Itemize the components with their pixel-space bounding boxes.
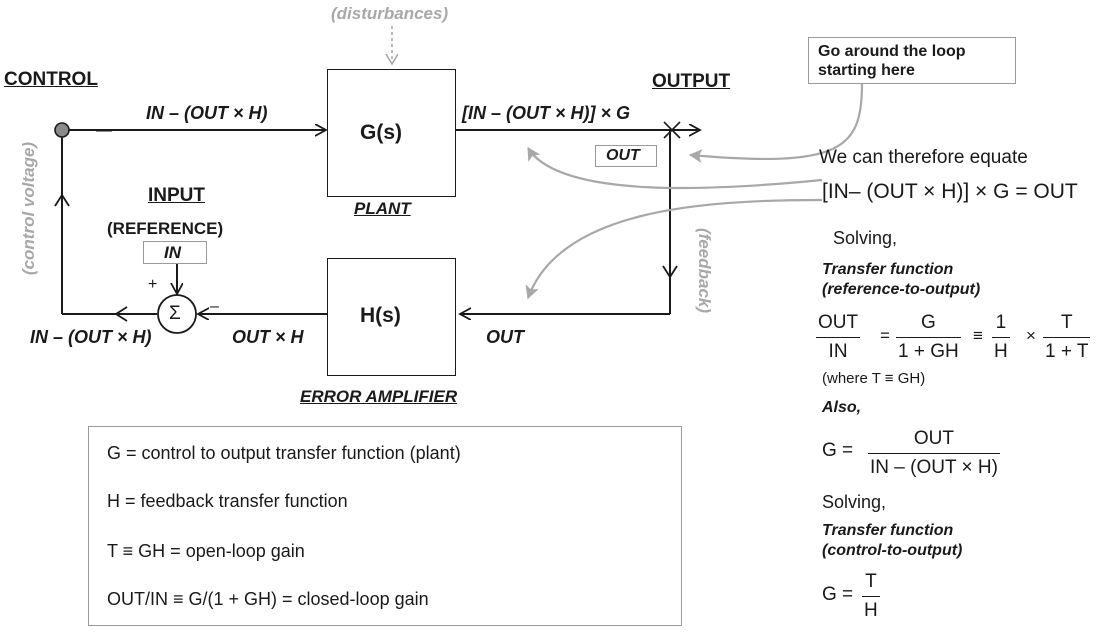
- feedback-down-arrow: [662, 265, 678, 279]
- disturbances-label: (disturbances): [331, 4, 449, 23]
- g-equals-2: G =: [822, 584, 854, 605]
- tf-ref-title-2: (reference-to-output): [822, 281, 981, 298]
- where-text: (where T ≡ GH): [822, 370, 926, 387]
- left-up-arrow: [54, 193, 70, 207]
- summing-junction: [157, 294, 197, 334]
- legend-box: G = control to output transfer function …: [88, 426, 682, 626]
- in-box: [143, 241, 207, 264]
- frac-out-in-den: IN: [816, 337, 861, 363]
- legend-row-h: H = feedback transfer function: [107, 491, 348, 511]
- out-box-label: OUT: [606, 147, 640, 164]
- frac-t-num: T: [1060, 312, 1073, 333]
- also-label: Also,: [822, 399, 862, 416]
- legend-row-g: G = control to output transfer function …: [107, 443, 461, 463]
- equiv-sign-1: ≡: [973, 326, 983, 345]
- plant-block: [327, 69, 456, 197]
- control-voltage-label: (control voltage): [19, 141, 39, 276]
- signal-bottom-left: IN – (OUT × H): [30, 327, 152, 347]
- main-equation: [IN– (OUT × H)] × G = OUT: [822, 180, 1078, 203]
- signal-out-h: OUT × H: [232, 327, 304, 347]
- minus-sign: –: [210, 298, 219, 315]
- feedback-label: (feedback): [695, 227, 715, 314]
- equate-arrow-top: [527, 147, 823, 190]
- input-heading: INPUT: [148, 185, 205, 206]
- plant-label: PLANT: [354, 199, 411, 218]
- reference-label: (REFERENCE): [107, 219, 224, 238]
- sum-left-arrow: [114, 306, 128, 322]
- signal-out: OUT: [486, 327, 524, 347]
- frac-g-num: G: [920, 312, 936, 333]
- error-amp-label: ERROR AMPLIFIER: [300, 387, 458, 406]
- tf-ref-title-1: Transfer function: [822, 261, 954, 278]
- fraction-t-1t: T 1 + T: [1043, 312, 1091, 363]
- callout-text: Go around the loop starting here: [818, 43, 966, 79]
- equate-arrow-bottom: [525, 198, 823, 299]
- output-heading: OUTPUT: [652, 71, 731, 92]
- equate-text: We can therefore equate: [819, 147, 1028, 168]
- eq-sign-1: =: [880, 326, 890, 345]
- frac-g-den: 1 + GH: [896, 337, 961, 363]
- g-equals-1: G =: [822, 440, 854, 461]
- in-box-label: IN: [164, 243, 181, 262]
- g-def-num: OUT: [913, 428, 955, 449]
- times-sign-1: ×: [1026, 326, 1036, 345]
- frac-h-den: H: [992, 337, 1010, 363]
- plant-block-label: G(s): [360, 121, 402, 144]
- fraction-out-in: OUT IN: [816, 312, 861, 363]
- frac-t-h-den: H: [862, 596, 880, 622]
- solving-2: Solving,: [822, 492, 887, 512]
- error-amp-block-label: H(s): [360, 304, 401, 327]
- frac-1-num: 1: [995, 312, 1007, 333]
- frac-out-in-num: OUT: [818, 312, 859, 333]
- out-box: [595, 145, 657, 167]
- loop-start-cross: [663, 121, 681, 139]
- fraction-g-definition: OUT IN – (OUT × H): [868, 428, 1000, 479]
- error-amp-block: [327, 258, 456, 376]
- sum-symbol: Σ: [169, 303, 181, 324]
- plus-sign: +: [148, 276, 158, 293]
- signal-top: IN – (OUT × H): [146, 103, 268, 123]
- frac-t-den: 1 + T: [1043, 337, 1091, 363]
- fraction-g-1gh: G 1 + GH: [896, 312, 961, 363]
- callout-box: [808, 37, 1016, 84]
- g-def-den: IN – (OUT × H): [868, 453, 1000, 479]
- legend-row-t: T ≡ GH = open-loop gain: [107, 541, 305, 561]
- tf-ctrl-title-2: (control-to-output): [822, 542, 963, 559]
- callout-arrow: [689, 83, 864, 164]
- control-node: [54, 122, 70, 138]
- tf-ctrl-title-1: Transfer function: [822, 522, 954, 539]
- control-heading: CONTROL: [4, 69, 98, 90]
- solving-1: Solving,: [833, 228, 898, 248]
- legend-row-closed-loop: OUT/IN ≡ G/(1 + GH) = closed-loop gain: [107, 589, 429, 609]
- signal-after-plant: [IN – (OUT × H)] × G: [462, 103, 631, 123]
- frac-t-h-num: T: [865, 571, 877, 592]
